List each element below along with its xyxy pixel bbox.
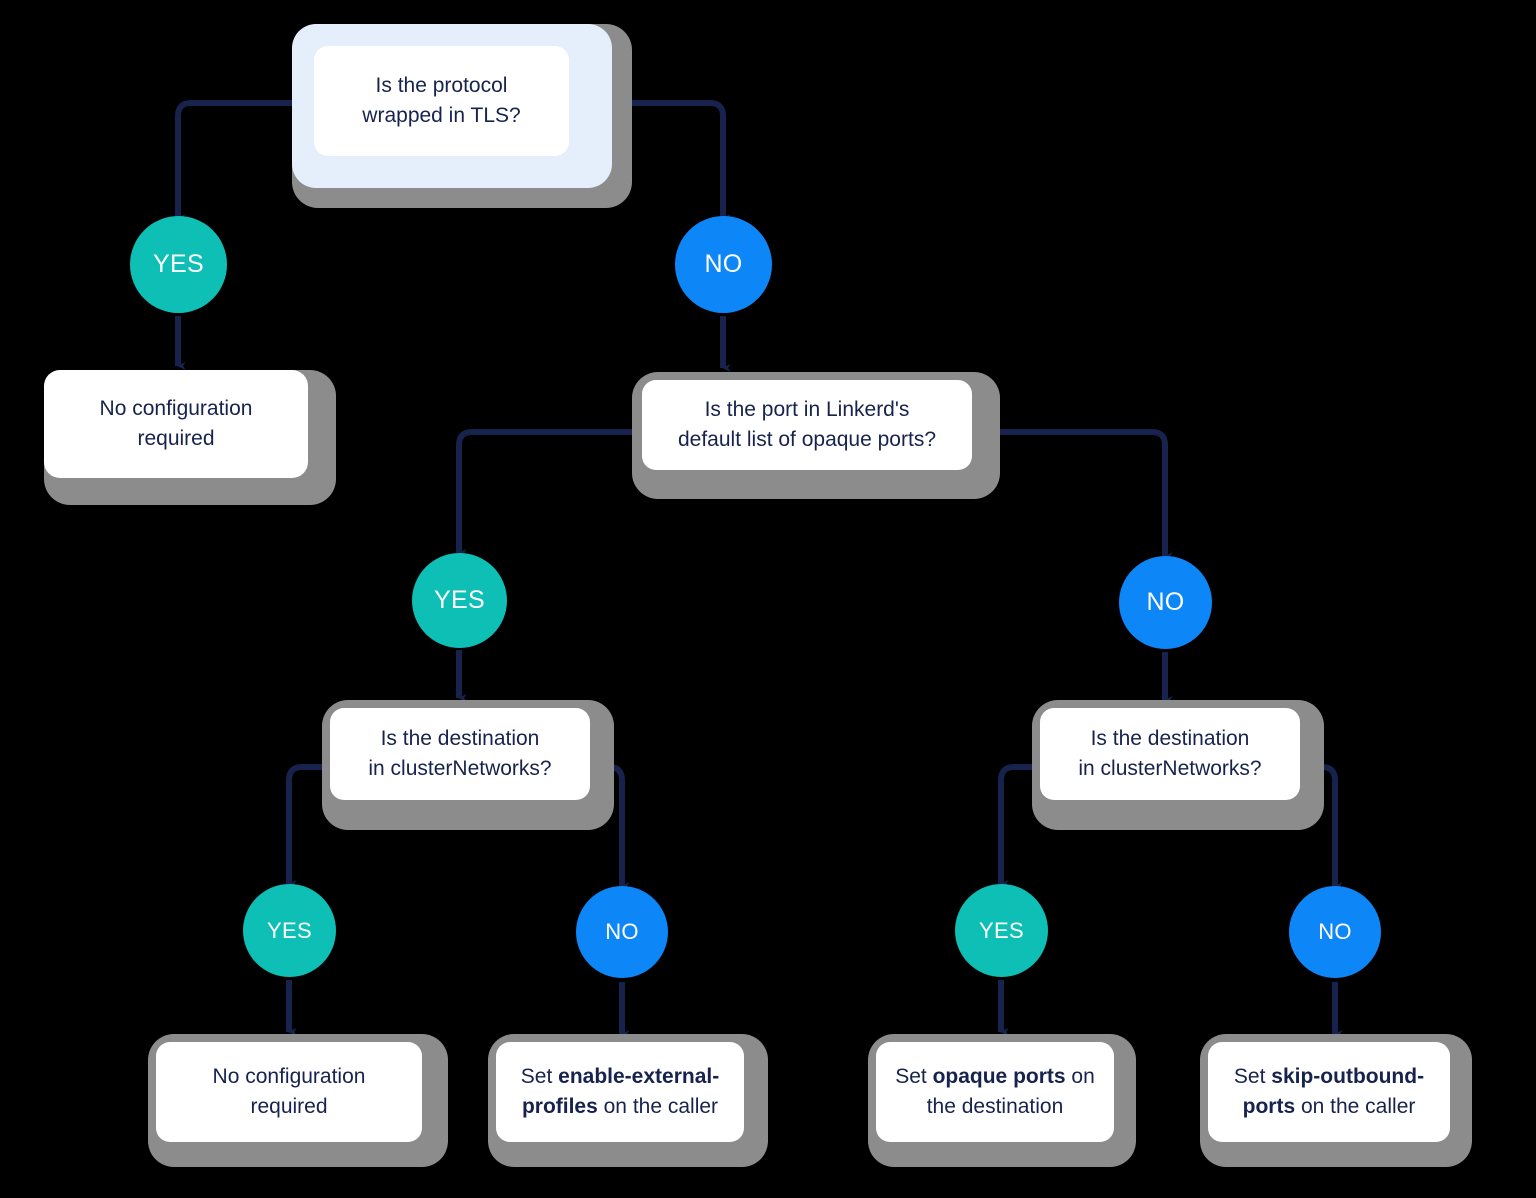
node-text: Is the port in Linkerd's default list of… (678, 395, 936, 455)
text-bold: skip-outbound- (1271, 1065, 1425, 1088)
node-text: Is the protocol wrapped in TLS? (362, 71, 520, 131)
badge-label: NO (605, 919, 639, 944)
edge-cn-right-yes (998, 764, 1040, 889)
node-label-card: Is the protocol wrapped in TLS? (314, 46, 569, 156)
node-text-line1: Set opaque ports on (895, 1062, 1095, 1092)
node-text-line1: Set skip-outbound- (1234, 1062, 1424, 1092)
node-label-card: Is the destination in clusterNetworks? (330, 708, 590, 800)
node-text-line2: default list of opaque ports? (677, 428, 936, 451)
badge-yes-clusternetworks-right: YES (955, 884, 1048, 977)
text-plain: on the caller (597, 1095, 719, 1118)
node-text: Is the destination in clusterNetworks? (1078, 724, 1261, 784)
node-text: Set enable-external- profiles on the cal… (521, 1062, 719, 1122)
node-text: Set opaque ports on the destination (895, 1062, 1095, 1122)
text-bold: enable-external- (558, 1065, 720, 1088)
text-plain: Set (520, 1065, 559, 1088)
badge-label: NO (704, 250, 743, 278)
badge-label: YES (153, 250, 204, 278)
node-text-line1: Is the destination (1090, 727, 1250, 750)
edge-cn-left-yes (286, 764, 330, 889)
edge-root-no (610, 100, 731, 223)
badge-label: NO (1318, 919, 1352, 944)
edge-ports-yes (456, 429, 648, 558)
text-plain: on the caller (1295, 1095, 1416, 1118)
text-bold: opaque ports (932, 1065, 1066, 1088)
node-text-line2: ports on the caller (1234, 1092, 1424, 1122)
node-set-opaque-ports-on-the-destination[interactable]: Set opaque ports on the destination (868, 1034, 1136, 1167)
node-label-card: Is the port in Linkerd's default list of… (642, 380, 972, 470)
node-text: Is the destination in clusterNetworks? (368, 724, 551, 784)
node-text-line1: Is the protocol (375, 74, 508, 97)
node-text-line2: in clusterNetworks? (368, 757, 552, 780)
node-text: No configuration required (100, 394, 253, 454)
node-text-line1: No configuration (99, 397, 253, 420)
badge-yes-clusternetworks-left: YES (243, 884, 336, 977)
node-set-skip-outbound-ports-on-the-caller[interactable]: Set skip-outbound- ports on the caller (1200, 1034, 1472, 1167)
edge-ports-no (968, 429, 1173, 561)
badge-yes-root: YES (130, 216, 227, 313)
node-label-card: Set enable-external- profiles on the cal… (496, 1042, 744, 1142)
badge-label: YES (267, 917, 312, 943)
badge-label: YES (434, 586, 485, 614)
node-text-line2: in clusterNetworks? (1078, 757, 1262, 780)
node-label-card: No configuration required (156, 1042, 422, 1142)
node-text-line2: required (250, 1095, 328, 1118)
node-text-line2: the destination (926, 1095, 1064, 1118)
node-is-protocol-wrapped-in-tls[interactable]: Is the protocol wrapped in TLS? (292, 24, 632, 208)
node-text-line1: Set enable-external- (521, 1062, 719, 1092)
badge-label: NO (1146, 588, 1185, 616)
text-bold: ports (1242, 1095, 1296, 1118)
node-text-line2: wrapped in TLS? (362, 104, 521, 127)
node-label-card: Is the destination in clusterNetworks? (1040, 708, 1300, 800)
node-text: No configuration required (213, 1062, 366, 1122)
text-plain: on (1065, 1065, 1095, 1088)
text-bold: profiles (521, 1095, 598, 1118)
node-text-line2: required (137, 427, 215, 450)
edge-root-yes (175, 100, 320, 223)
node-label-card: Set opaque ports on the destination (876, 1042, 1114, 1142)
badge-label: YES (979, 917, 1024, 943)
node-label-card: No configuration required (44, 370, 308, 478)
node-set-enable-external-profiles-on-the-caller[interactable]: Set enable-external- profiles on the cal… (488, 1034, 768, 1167)
node-is-port-in-linkerd-default-opaque-ports[interactable]: Is the port in Linkerd's default list of… (632, 372, 1000, 499)
badge-no-default-ports: NO (1119, 556, 1212, 649)
node-text-line1: Is the destination (380, 727, 540, 750)
node-is-destination-in-clusternetworks-left[interactable]: Is the destination in clusterNetworks? (322, 700, 614, 830)
node-text-line1: No configuration (212, 1065, 366, 1088)
node-text-line1: Is the port in Linkerd's (704, 398, 910, 421)
badge-no-clusternetworks-right: NO (1289, 886, 1381, 978)
text-plain: Set (895, 1065, 933, 1088)
text-plain: Set (1233, 1065, 1272, 1088)
badge-no-root: NO (675, 216, 772, 313)
node-no-configuration-required-bottom[interactable]: No configuration required (148, 1034, 448, 1167)
node-text-line2: profiles on the caller (521, 1092, 719, 1122)
node-label-card: Set skip-outbound- ports on the caller (1208, 1042, 1450, 1142)
node-is-destination-in-clusternetworks-right[interactable]: Is the destination in clusterNetworks? (1032, 700, 1324, 830)
badge-no-clusternetworks-left: NO (576, 886, 668, 978)
node-text: Set skip-outbound- ports on the caller (1234, 1062, 1424, 1122)
node-no-configuration-required-tls[interactable]: No configuration required (44, 370, 336, 505)
badge-yes-default-ports: YES (412, 553, 507, 648)
